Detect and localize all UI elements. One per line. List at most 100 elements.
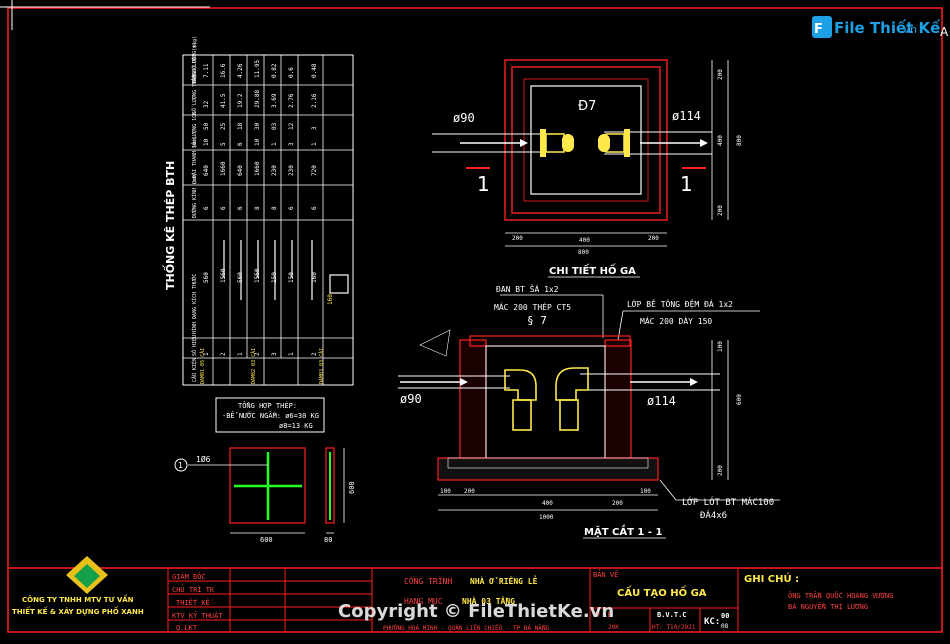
steel-cell: 0.48 xyxy=(311,63,318,78)
steel-cell: 4.26 xyxy=(237,63,244,78)
slab-detail: 1 1Ø6 600 600 80 xyxy=(174,447,356,544)
steel-cell: 6 xyxy=(237,206,244,210)
item-label: HẠNG MỤC xyxy=(404,597,443,606)
steel-table-title: THỐNG KÊ THÉP BTH xyxy=(162,161,177,290)
steel-header: SỐ HIỆU xyxy=(190,335,198,356)
steel-cell: 25 xyxy=(220,122,227,130)
steel-cell: 6 xyxy=(311,206,318,210)
svg-text:F: F xyxy=(814,22,823,37)
steel-cell: 0.6 xyxy=(288,67,295,78)
section-dim-b0: 100 xyxy=(440,488,451,495)
steel-summary: TỔNG HỢP THÉP: -BỂ NƯỚC NGẦM: ø6=30 KG ø… xyxy=(215,397,325,433)
steel-cell: 11.95 xyxy=(254,60,261,78)
plan-label: Đ7 xyxy=(578,99,596,114)
slab-bar-label: 1Ø6 xyxy=(196,454,211,464)
company-name-1: CÔNG TY TNHH MTV TƯ VẤN xyxy=(22,594,134,604)
title-block: CÔNG TY TNHH MTV TƯ VẤN THIẾT KẾ & XÂY D… xyxy=(8,556,942,632)
steel-cell: 2 xyxy=(311,352,318,356)
plan-dim-b1: 400 xyxy=(579,237,590,244)
summary-line-2: ø8=13 KG xyxy=(279,422,313,430)
sheet-title: CẤU TẠO HỐ GA xyxy=(617,584,707,599)
svg-text:A: A xyxy=(940,25,949,39)
owner-1: ÔNG TRẦN QUỐC HOÀNG VƯƠNG xyxy=(788,591,893,600)
notes-title: GHI CHÚ : xyxy=(744,572,799,585)
slab-height: 600 xyxy=(348,481,356,494)
brand-logo-suffix: .vn xyxy=(900,23,917,36)
project-value: NHÀ Ở RIÊNG LẺ xyxy=(470,575,538,586)
project-address: PHƯỜNG HOÀ MINH - QUẬN LIÊN CHIỂU - TP Đ… xyxy=(383,624,550,632)
role-4: Q.LKT xyxy=(176,624,198,632)
plan-title: CHI TIẾT HỐ GA xyxy=(549,262,636,277)
kc-value: 00 xyxy=(721,612,729,620)
steel-cell: 2 xyxy=(254,352,261,356)
plan-dim-b2: 200 xyxy=(648,235,659,242)
steel-cell: 8 xyxy=(271,206,278,210)
steel-cell: 10 xyxy=(203,138,210,146)
section-note-1a: ĐAN BT ŠÁ 1x2 xyxy=(496,283,559,294)
plan-dim-r1: 400 xyxy=(717,135,724,146)
steel-cell: 2.16 xyxy=(311,93,318,108)
steel-cell: 3 xyxy=(271,352,278,356)
kc-label: KC: xyxy=(704,617,720,627)
plan-dim-total: 800 xyxy=(578,249,589,256)
steel-cell: 1 xyxy=(203,352,210,356)
steel-cell: 32 xyxy=(203,100,210,108)
steel-cell: 7.11 xyxy=(203,63,210,78)
section-note-1c: § 7 xyxy=(527,314,547,327)
steel-group: DAM01 05 CÁI xyxy=(199,348,206,384)
shape-dimension: 160 xyxy=(327,294,334,305)
section-dim-b4: 100 xyxy=(640,488,651,495)
steel-cell: 18 xyxy=(237,122,244,130)
pit-section: ĐAN BT ŠÁ 1x2 MÁC 200 THÉP CT5 § 7 LỚP B… xyxy=(398,283,780,539)
section-dim-total: 1000 xyxy=(539,514,554,521)
steel-cell: 3 xyxy=(288,142,295,146)
steel-cell: 03 xyxy=(271,122,278,130)
sheet-label: BẢN VẼ xyxy=(593,570,618,579)
role-2: THIẾT KẾ xyxy=(176,598,214,607)
section-dim-r0: 100 xyxy=(717,341,724,352)
cut-mark-left: 1 xyxy=(477,172,490,196)
section-note-2b: MÁC 200 DÀY 150 xyxy=(640,315,712,326)
section-note-2a: LỚP BÊ TÔNG ĐỆM ĐÁ 1x2 xyxy=(627,298,733,309)
slab-marker: 1 xyxy=(178,461,183,470)
summary-line-1: -BỂ NƯỚC NGẦM: ø6=30 KG xyxy=(222,411,319,420)
steel-cell: 19.2 xyxy=(237,93,244,108)
slab-thickness: 80 xyxy=(324,536,332,544)
steel-cell: 8 xyxy=(254,206,261,210)
plan-dim-b0: 200 xyxy=(512,235,523,242)
pit-plan: ø90 ø114 Đ7 1 1 200 400 200 800 200 400 … xyxy=(432,59,743,278)
steel-cell: 30 xyxy=(254,122,261,130)
plan-dim-right-total: 800 xyxy=(736,135,743,146)
drawing-code: B.V.T.C xyxy=(657,611,687,619)
steel-cell: 5 xyxy=(220,142,227,146)
section-dim-b1: 200 xyxy=(464,488,475,495)
steel-cell: 0.82 xyxy=(271,63,278,78)
steel-cell: 1 xyxy=(288,352,295,356)
drawing-date: HT: T10/2021 xyxy=(652,624,696,631)
steel-cell: 720 xyxy=(311,165,318,176)
slab-width: 600 xyxy=(260,536,273,544)
steel-header: ĐƯỜNG KÍNH (mm) xyxy=(190,173,198,218)
role-1: CHỦ TRÌ TK xyxy=(172,585,215,594)
company-name-2: THIẾT KẾ & XÂY DỰNG PHỐ XANH xyxy=(12,606,144,616)
steel-header: SỐ LƯỢNG 1CK xyxy=(191,112,198,148)
section-dim-b2: 400 xyxy=(542,500,553,507)
steel-cell: 2 xyxy=(220,352,227,356)
section-note-3a: LỚP LÓT BT MÁC100 xyxy=(682,496,774,508)
section-note-1b: MÁC 200 THÉP CT5 xyxy=(494,301,571,312)
section-dim-r2: 200 xyxy=(717,465,724,476)
steel-header: HÌNH DẠNG KÍCH THƯỚC xyxy=(190,274,198,334)
plan-pipe-out: ø114 xyxy=(672,109,701,123)
steel-cell: 1 xyxy=(237,352,244,356)
owner-2: BÀ NGUYỄN THỊ LƯƠNG xyxy=(788,602,868,611)
steel-cell: 12 xyxy=(288,122,295,130)
steel-group: DAM03 03 CÁI xyxy=(318,348,325,384)
steel-cell: 230 xyxy=(271,165,278,176)
section-dim-b3: 200 xyxy=(612,500,623,507)
steel-cell: 6 xyxy=(203,206,210,210)
steel-header: SỐ LƯỢNG TOÀN BỘ xyxy=(190,66,198,114)
steel-cell: 1 xyxy=(271,142,278,146)
steel-cell: 6 xyxy=(288,206,295,210)
steel-cell: 640 xyxy=(237,165,244,176)
steel-cell: 230 xyxy=(288,165,295,176)
